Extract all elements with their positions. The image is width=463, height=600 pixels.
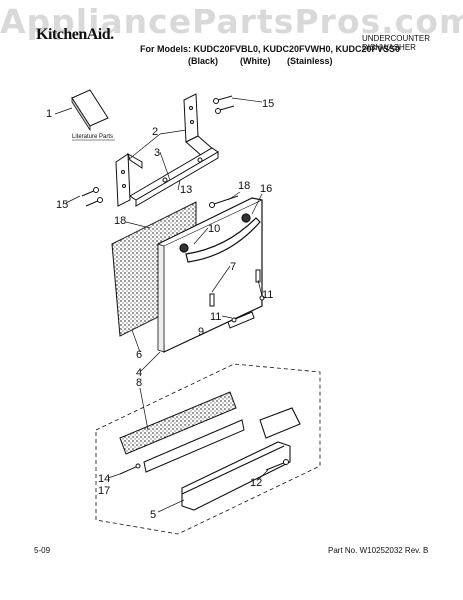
callout-10: 10 xyxy=(208,223,220,235)
callout-17: 17 xyxy=(98,485,110,497)
callout-12: 12 xyxy=(250,477,262,489)
door-handle xyxy=(179,213,261,263)
callout-18-top: 18 xyxy=(238,180,250,192)
callout-15-lower: 15 xyxy=(56,199,68,211)
callout-15-upper: 15 xyxy=(262,98,274,110)
callout-11-left: 11 xyxy=(210,311,221,323)
callout-6: 6 xyxy=(136,349,142,361)
leader-lines xyxy=(65,97,269,513)
callout-1: 1 xyxy=(46,108,52,120)
callout-4: 4 xyxy=(136,367,142,379)
callout-5: 5 xyxy=(150,509,156,521)
variant-stainless: (Stainless) xyxy=(287,56,333,66)
callout-9: 9 xyxy=(198,326,204,338)
door-rail xyxy=(129,147,219,207)
category-line-1: UNDERCOUNTER xyxy=(362,34,430,43)
variant-black: (Black) xyxy=(188,56,219,66)
callout-13: 13 xyxy=(180,184,192,196)
callout-16: 16 xyxy=(260,183,272,195)
callouts: 1 2 3 13 15 15 18 16 10 18 7 11 11 9 6 4… xyxy=(46,98,274,521)
toe-panel xyxy=(181,407,301,511)
door-hardware xyxy=(209,269,265,329)
left-mounting-bracket xyxy=(115,152,143,207)
variant-white: (White) xyxy=(240,56,271,66)
callout-7: 7 xyxy=(230,261,236,273)
callout-18-left: 18 xyxy=(114,215,126,227)
footer-date: 5-09 xyxy=(34,546,51,555)
screw-18-top xyxy=(209,195,239,208)
callout-3: 3 xyxy=(154,147,160,159)
watermark: AppliancePartsPros.com xyxy=(0,2,463,41)
category-line-2: DISHWASHER xyxy=(362,43,416,52)
callout-11-right: 11 xyxy=(262,289,273,301)
right-mounting-bracket xyxy=(183,93,215,157)
screws-upper xyxy=(213,95,235,114)
callout-2: 2 xyxy=(152,126,158,138)
screws-lower xyxy=(81,187,103,207)
brand-logo: KitchenAid. xyxy=(36,26,114,43)
literature-booklet: Literature Parts xyxy=(54,89,115,141)
literature-label: Literature Parts xyxy=(72,134,113,140)
callout-14: 14 xyxy=(98,473,110,485)
models-line: For Models: KUDC20FVBL0, KUDC20FVWH0, KU… xyxy=(140,44,401,54)
footer-part-number: Part No. W10252032 Rev. B xyxy=(328,546,429,555)
toe-panel-strip xyxy=(143,419,245,473)
toe-panel-clip xyxy=(119,463,141,475)
toe-panel-insulation xyxy=(119,391,237,455)
category-label: UNDERCOUNTER DISHWASHER xyxy=(362,34,430,52)
toe-panel-screw xyxy=(265,459,289,471)
callout-8: 8 xyxy=(136,377,142,389)
